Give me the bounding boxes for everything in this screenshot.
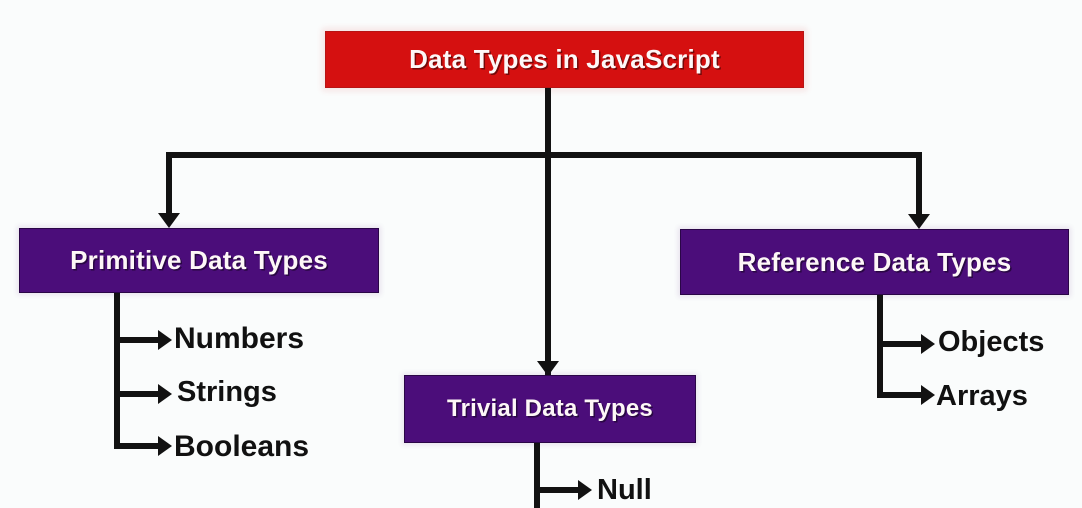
arrowhead-to-reference: [908, 214, 930, 229]
connector-trivial-spine: [534, 443, 540, 508]
leaf-null: Null: [597, 474, 652, 506]
arrowhead-to-objects: [921, 334, 935, 354]
connector-reference-to-objects: [877, 341, 925, 347]
connector-primitive-to-numbers: [114, 337, 162, 343]
arrowhead-to-arrays: [921, 385, 935, 405]
connector-primitive-spine: [114, 293, 120, 449]
arrowhead-to-numbers: [158, 330, 172, 350]
connector-trivial-to-null: [534, 487, 582, 493]
node-data-types-in-javascript: Data Types in JavaScript: [325, 31, 804, 88]
leaf-arrays: Arrays: [936, 380, 1028, 412]
leaf-strings: Strings: [177, 376, 277, 408]
arrowhead-to-trivial: [537, 361, 559, 376]
node-reference-data-types: Reference Data Types: [680, 229, 1069, 295]
connector-reference-to-arrays: [877, 392, 925, 398]
connector-primitive-to-strings: [114, 391, 162, 397]
node-trivial-data-types: Trivial Data Types: [404, 375, 696, 443]
node-primitive-data-types: Primitive Data Types: [19, 228, 379, 293]
leaf-numbers: Numbers: [174, 322, 305, 355]
arrowhead-to-primitive: [158, 213, 180, 228]
leaf-booleans: Booleans: [174, 430, 310, 463]
arrowhead-to-strings: [158, 384, 172, 404]
connector-right-drop: [916, 152, 922, 214]
leaf-objects: Objects: [938, 326, 1045, 358]
connector-horizontal-bar: [166, 152, 922, 158]
arrowhead-to-null: [578, 480, 592, 500]
connector-primitive-to-booleans: [114, 443, 162, 449]
connector-left-drop: [166, 152, 172, 214]
arrowhead-to-booleans: [158, 436, 172, 456]
connector-root-center-stem: [545, 88, 551, 375]
